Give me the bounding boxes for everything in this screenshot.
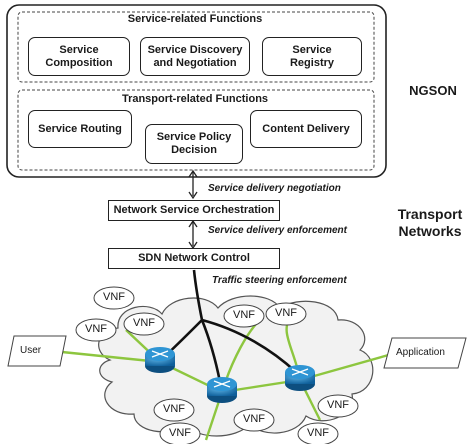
router-icon-3	[285, 365, 315, 391]
transport-section-title: Transport-related Functions	[121, 93, 269, 105]
user-label: User	[20, 345, 42, 356]
vnf-label: VNF	[327, 399, 349, 411]
vnf-label: VNF	[243, 413, 265, 425]
ngson-label: NGSON	[409, 83, 457, 98]
application-label: Application	[396, 347, 445, 358]
network-service-orchestration-box: Network Service Orchestration	[108, 200, 280, 221]
transport-related-section	[17, 89, 375, 171]
sdn-network-control-box: SDN Network Control	[108, 248, 280, 269]
user-shape	[7, 335, 67, 367]
vnf-label: VNF	[103, 291, 125, 303]
service-routing-box: Service Routing	[28, 110, 132, 148]
vnf-label: VNF	[275, 307, 297, 319]
service-policy-decision-box: Service Policy Decision	[145, 124, 243, 164]
service-composition-box: Service Composition	[28, 37, 130, 76]
traffic-steering-enforcement-label: Traffic steering enforcement	[212, 275, 347, 286]
tier-arrows	[188, 169, 198, 250]
vnf-ellipses	[75, 286, 359, 444]
router-icon-1	[145, 347, 175, 373]
service-delivery-enforcement-label: Service delivery enforcement	[208, 225, 347, 236]
service-registry-box: Service Registry	[262, 37, 362, 76]
service-delivery-negotiation-label: Service delivery negotiation	[208, 183, 341, 194]
vnf-label: VNF	[307, 427, 329, 439]
transport-networks-label: Transport Networks	[397, 206, 463, 239]
vnf-label: VNF	[233, 309, 255, 321]
vnf-label: VNF	[133, 317, 155, 329]
vnf-label: VNF	[163, 403, 185, 415]
service-discovery-box: Service Discovery and Negotiation	[140, 37, 250, 76]
router-icon-2	[207, 377, 237, 403]
steering-lines	[162, 269, 297, 383]
service-section-title: Service-related Functions	[127, 13, 263, 25]
service-related-section	[17, 11, 375, 83]
vnf-label: VNF	[85, 323, 107, 335]
vnf-label: VNF	[169, 427, 191, 439]
content-delivery-box: Content Delivery	[250, 110, 362, 148]
application-shape	[383, 337, 467, 369]
